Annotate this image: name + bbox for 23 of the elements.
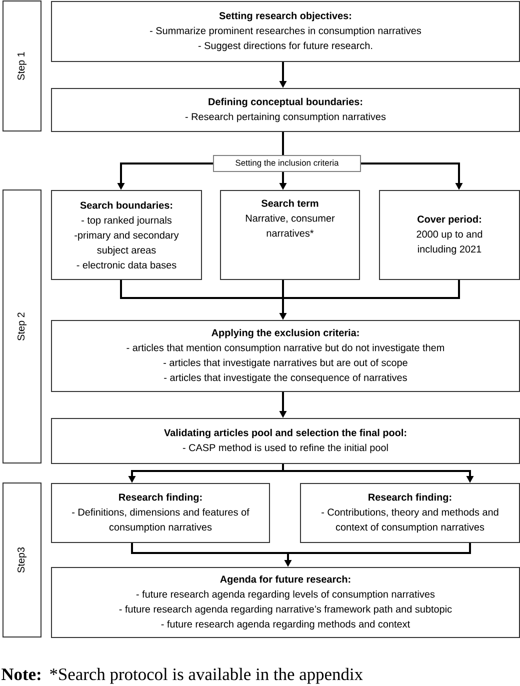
process-box: Cover period: 2000 up to and including 2021 xyxy=(379,190,520,280)
connector-line xyxy=(282,132,284,155)
note-label: Note: xyxy=(2,668,40,680)
connector-line xyxy=(288,543,471,554)
connector-line xyxy=(131,543,288,554)
step-band: Step3 xyxy=(2,482,42,638)
process-box: Validating articles pool and selection the final pool: - CASP method is used to refine the initial pool xyxy=(51,418,520,464)
process-box: Search boundaries: - top ranked journals -primary and secondary subject areas - electronic data bases xyxy=(51,190,202,280)
step-band: Step 2 xyxy=(2,190,42,464)
process-box: Search term Narrative, consumer narratives* xyxy=(220,190,360,280)
process-box: Setting research objectives: - Summarize prominent researches in consumption narratives - Suggest directions for future research. xyxy=(51,1,520,62)
process-box: Research finding: - Contributions, theory and methods and context of consumption narratives xyxy=(300,483,520,543)
connector-line xyxy=(282,464,284,471)
connector-line xyxy=(283,280,460,299)
footnote-text: *Search protocol is available in the appendix xyxy=(50,668,363,684)
step-band: Step 1 xyxy=(2,0,42,132)
criteria-box: Setting the inclusion criteria xyxy=(213,155,361,172)
connector-line xyxy=(120,280,283,299)
process-box: Defining conceptual boundaries: - Research pertaining consumption narratives xyxy=(51,88,520,132)
process-box: Research finding: - Definitions, dimensions and features of consumption narratives xyxy=(51,483,270,543)
process-box: Agenda for future research: - future research agenda regarding levels of consumption narratives - future research agenda regarding narrative’s framework path and subtopic - future research agenda regarding methods and context xyxy=(51,567,520,638)
process-box: Applying the exclusion criteria: - articles that mention consumption narrative but do not investigate them - articles that investigate narratives but are out of scope - articles that investigate the consequence of narratives xyxy=(51,320,520,392)
connector-line xyxy=(282,280,284,298)
